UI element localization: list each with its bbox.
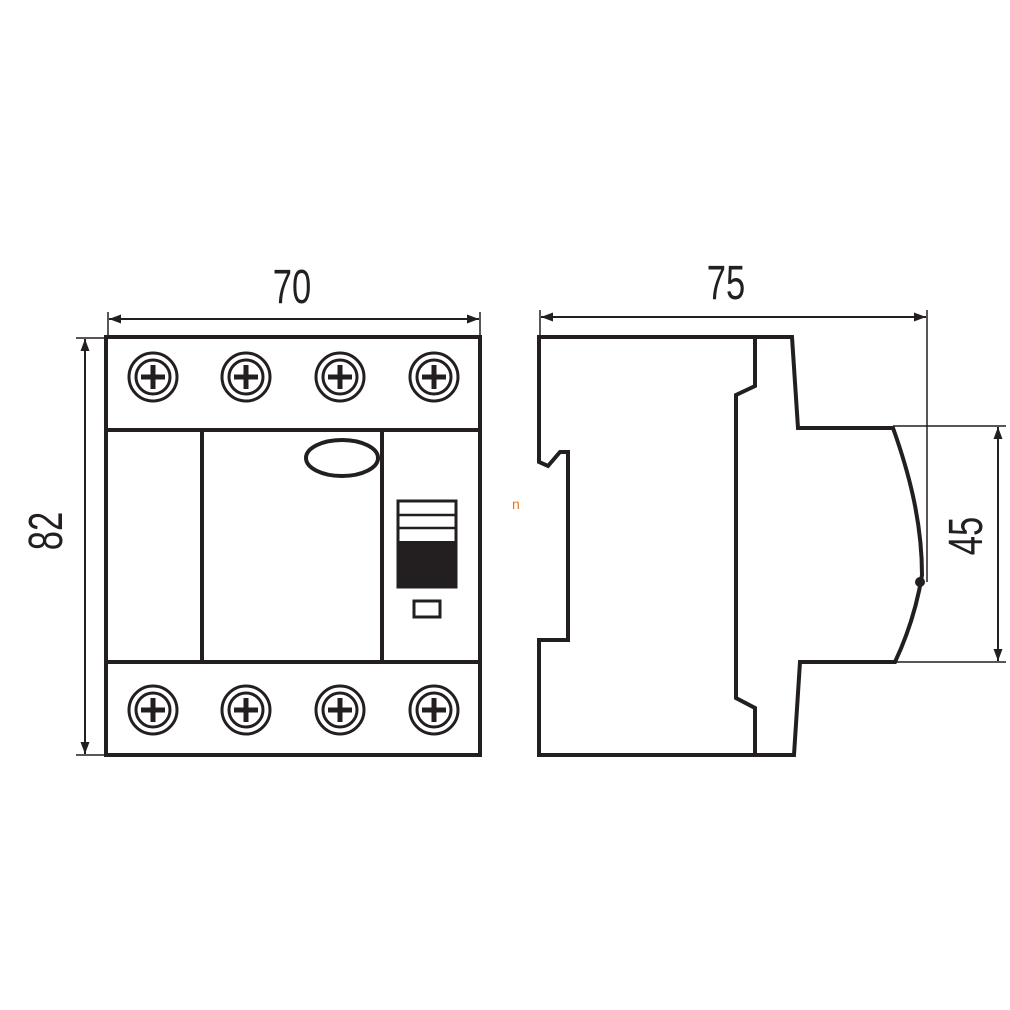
- watermark-text: n: [512, 496, 520, 512]
- sealing-point: [915, 577, 925, 587]
- din-rail-profile: [734, 337, 757, 755]
- screw-icon: [222, 686, 270, 734]
- screw-icon: [316, 686, 364, 734]
- status-indicator: [412, 599, 442, 619]
- depth-dimension: 75: [539, 255, 928, 582]
- width-dimension: 70: [107, 259, 481, 336]
- screw-icon: [410, 686, 458, 734]
- front-outline: [104, 335, 482, 757]
- depth-label: 75: [707, 255, 745, 309]
- height-label: 82: [18, 512, 72, 550]
- front-view: [104, 335, 482, 757]
- inner-height-dimension: 45: [893, 425, 1006, 663]
- screw-icon: [316, 353, 364, 401]
- test-button-window: [304, 438, 380, 478]
- inner-height-label: 45: [938, 517, 992, 555]
- side-profile-outline: [537, 335, 925, 757]
- side-view: [537, 335, 925, 757]
- bottom-terminal-screws: [129, 686, 458, 734]
- screw-icon: [222, 353, 270, 401]
- top-terminal-screws: [129, 353, 458, 401]
- height-dimension: 82: [18, 337, 104, 756]
- toggle-lever: [396, 499, 458, 589]
- screw-icon: [410, 353, 458, 401]
- screw-icon: [129, 686, 177, 734]
- width-label: 70: [273, 259, 311, 313]
- screw-icon: [129, 353, 177, 401]
